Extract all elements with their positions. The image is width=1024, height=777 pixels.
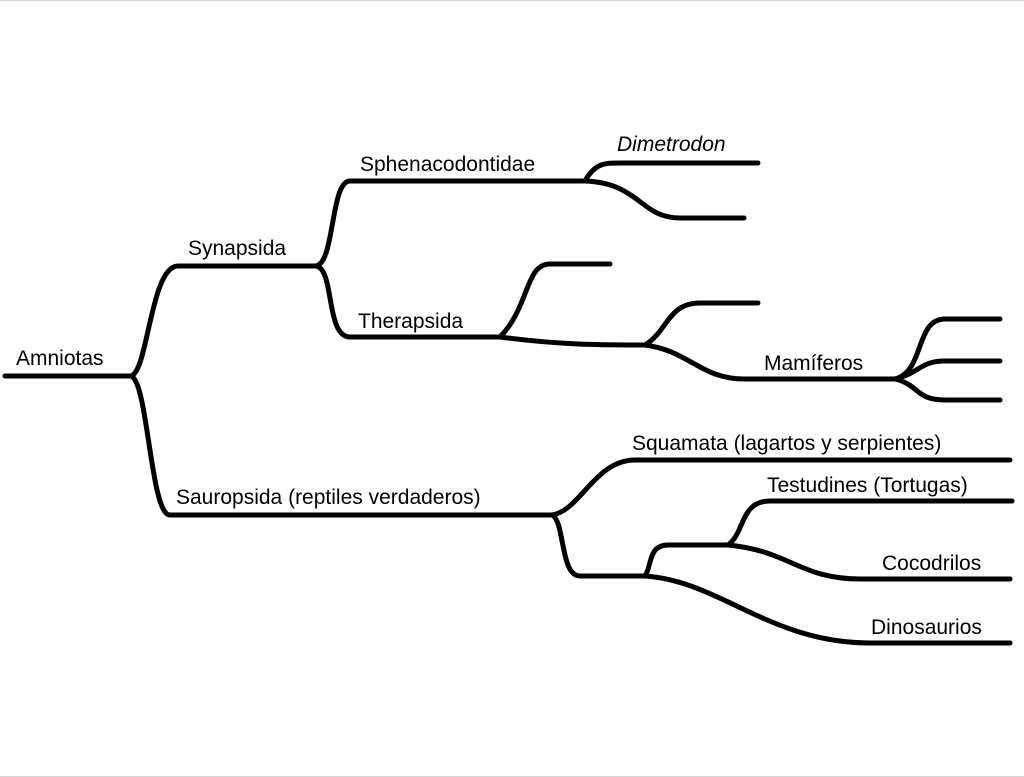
cocodrilos-branch [725, 542, 1013, 582]
mammal-branch-3 [892, 376, 1003, 403]
label-dimetrodon: Dimetrodon [617, 133, 726, 156]
squamata-branch [549, 457, 1013, 518]
sauropsida-connector [127, 373, 555, 518]
therapsid-sub-branch [642, 300, 761, 348]
synapsida-connector [127, 263, 318, 379]
label-therapsida: Therapsida [358, 310, 463, 333]
label-dinosaurios: Dinosaurios [871, 616, 982, 639]
sphenacodont-unnamed-branch [582, 178, 747, 221]
label-testudines: Testudines (Tortugas) [767, 474, 968, 497]
label-sauropsida: Sauropsida (reptiles verdaderos) [176, 486, 481, 509]
mamiferos-branch [642, 342, 898, 382]
label-sphenacodontidae: Sphenacodontidae [360, 153, 535, 176]
label-mamiferos: Mamíferos [764, 352, 863, 375]
dinosaurios-branch [642, 573, 1013, 646]
label-amniotas: Amniotas [16, 347, 104, 370]
therapsid-main-branch [497, 334, 648, 348]
label-synapsida: Synapsida [188, 237, 286, 260]
archelosauria-connector [549, 512, 648, 579]
dimetrodon-branch [582, 160, 761, 184]
mammal-branch-1 [892, 316, 1003, 382]
therapsid-unnamed-branch [497, 261, 613, 340]
label-cocodrilos: Cocodrilos [882, 552, 981, 575]
mammal-branch-2 [892, 358, 1003, 382]
testudines-crocodile-connector [642, 542, 731, 579]
label-squamata: Squamata (lagartos y serpientes) [632, 432, 941, 455]
therapsida-connector [312, 263, 503, 340]
testudines-branch [725, 498, 1015, 548]
sphenacodontidae-connector [312, 178, 588, 269]
